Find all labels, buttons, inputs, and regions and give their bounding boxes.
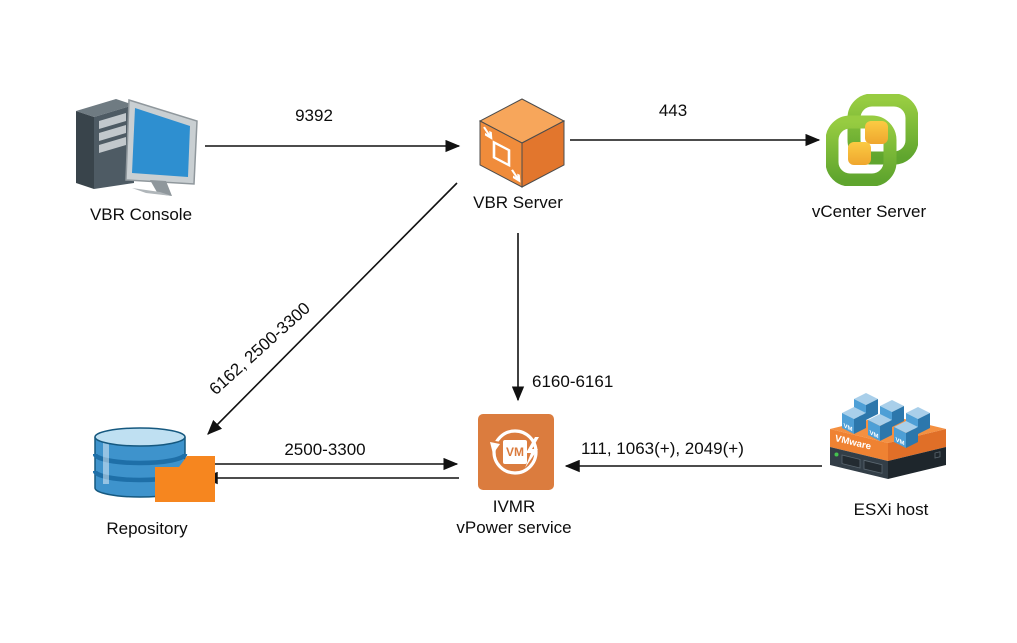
vmware-esxi-host-icon: VMware VM VM: [830, 393, 946, 479]
svg-text:VM: VM: [844, 422, 853, 433]
backup-arrows-glyph: [483, 126, 521, 183]
vm-label: VM: [506, 445, 524, 459]
svg-text:VM: VM: [896, 436, 905, 447]
port-label-6160-6161: 6160-6161: [532, 372, 614, 391]
power-led: [834, 452, 839, 457]
database-folder-icon: [93, 427, 215, 502]
vm-cubes: VM VM VM VM: [842, 393, 930, 448]
circle-arrowhead: [490, 442, 500, 454]
node-label-esxi-host: ESXi host: [853, 500, 929, 519]
desktop-computer-icon: [76, 98, 198, 196]
veeam-server-cube-icon: [478, 98, 566, 188]
node-label-vbr-console: VBR Console: [89, 205, 193, 224]
ivmr-label-line2: vPower service: [456, 518, 572, 537]
vpower-vm-recovery-icon: VM: [478, 414, 554, 490]
computer-tower: [76, 99, 134, 189]
port-label-2500-3300: 2500-3300: [284, 440, 366, 459]
port-label-443: 443: [658, 101, 688, 120]
port-label-111-1063-2049: 111, 1063(+), 2049(+): [581, 439, 744, 458]
vm-square: [503, 440, 527, 464]
monitor-screen: [132, 108, 190, 177]
lightning-bolt-icon: [525, 437, 539, 468]
port-label-9392: 9392: [295, 106, 333, 125]
edge-server-to-repository: [207, 182, 458, 435]
node-label-vbr-server: VBR Server: [473, 193, 563, 212]
vcenter-yellow-square-top: [865, 121, 888, 144]
svg-text:VM: VM: [870, 429, 879, 440]
node-label-ivmr: IVMR vPower service: [456, 496, 571, 538]
computer-monitor: [125, 98, 198, 196]
ivmr-label-line1: IVMR: [492, 497, 536, 516]
node-label-repository: Repository: [106, 519, 188, 538]
node-label-vcenter-server: vCenter Server: [811, 202, 927, 221]
vcenter-yellow-square-bottom: [848, 142, 871, 165]
vsphere-client-icon: [826, 94, 918, 186]
folder-icon: [155, 456, 215, 502]
server-base: [830, 447, 946, 479]
